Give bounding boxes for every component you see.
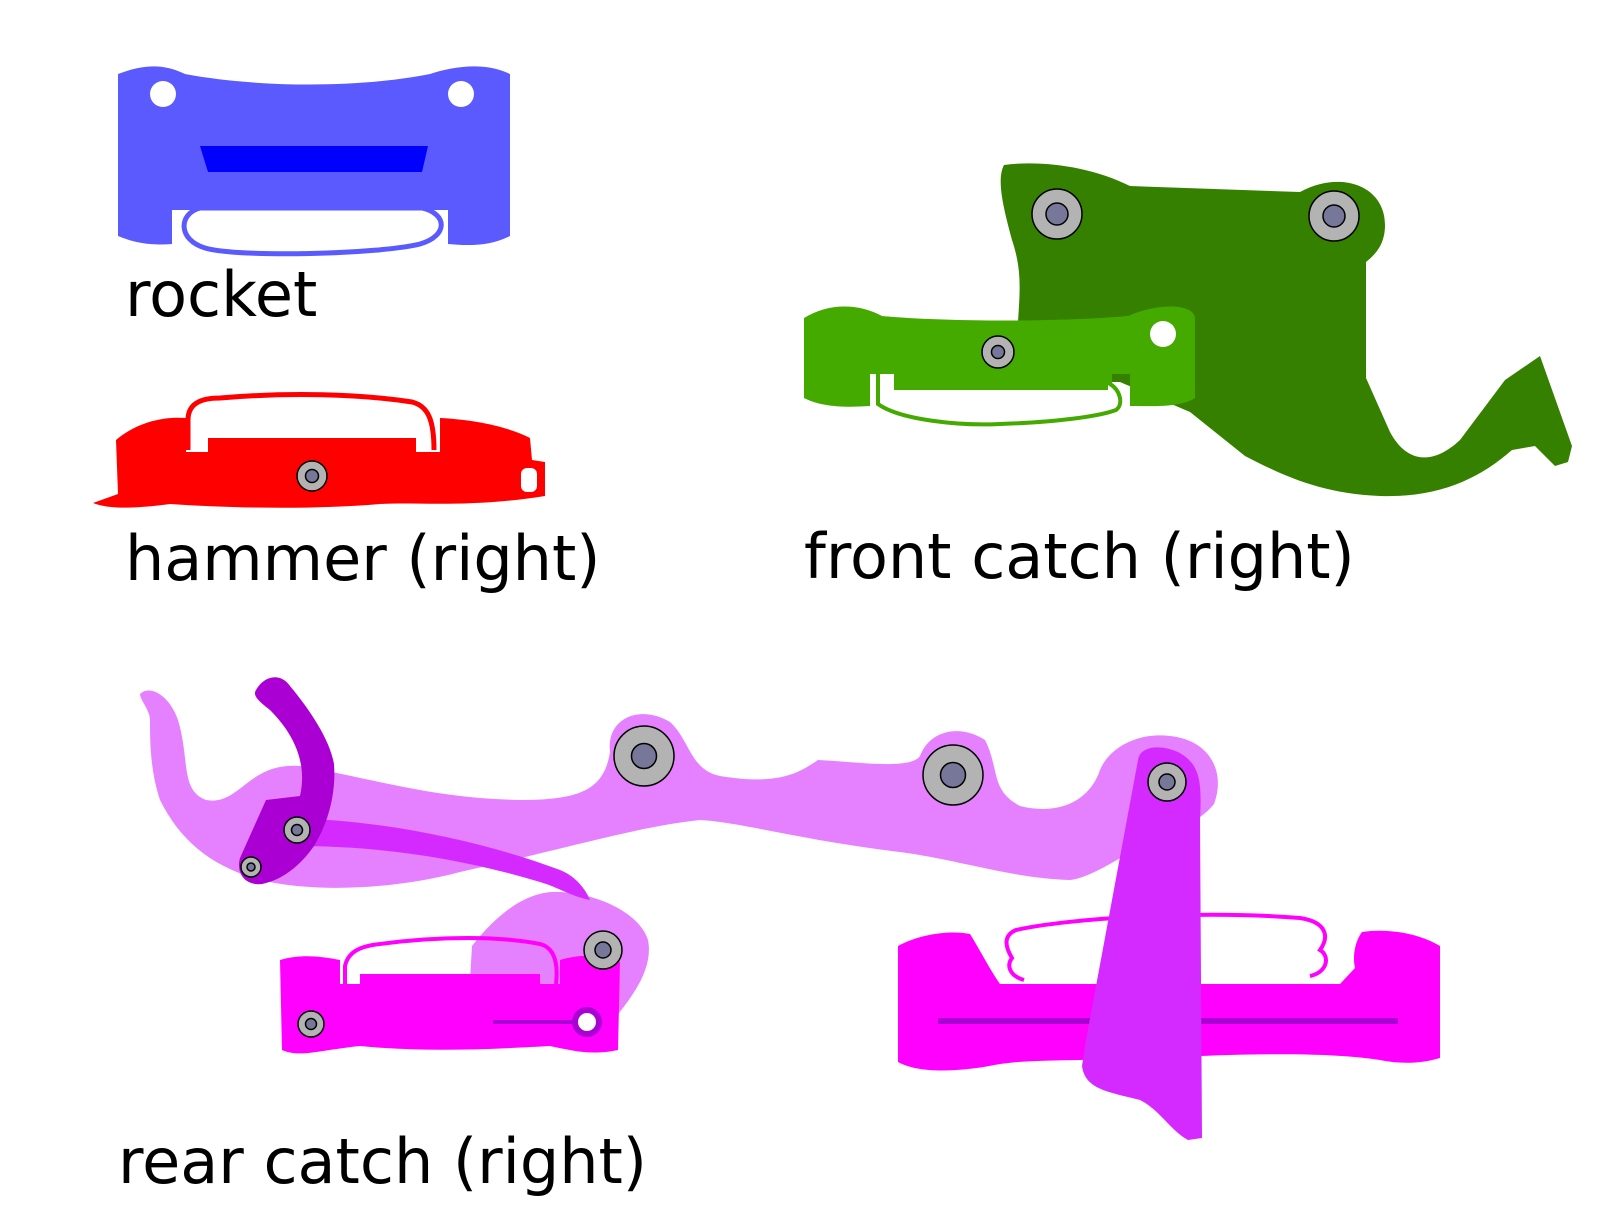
rocket-slot <box>200 146 428 172</box>
rear-catch-label: rear catch (right) <box>118 1125 647 1198</box>
rear-catch-pin-lobe <box>583 930 623 970</box>
rear-catch-pin-hook-upper <box>283 816 311 844</box>
rear-catch-pin-hook-lower <box>240 856 262 878</box>
rocket-label: rocket <box>125 258 317 331</box>
rear-catch-pin-vertical-arm <box>1147 762 1187 802</box>
hammer-part: hammer (right) <box>93 392 600 595</box>
rear-catch-vertical-arm <box>1082 747 1202 1140</box>
front-catch-spring-loop <box>876 370 1123 427</box>
rear-catch-pin-lever-1 <box>613 725 675 787</box>
rocket-hole-left <box>150 81 176 107</box>
rear-catch-part: rear catch (right) <box>118 677 1440 1198</box>
front-catch-pivot-pin <box>981 335 1015 369</box>
front-catch-pin-right <box>1308 190 1360 242</box>
rocket-hole-right <box>448 81 474 107</box>
rocket-spring-loop <box>181 205 444 257</box>
rear-catch-ring-hole <box>578 1013 596 1031</box>
front-catch-pin-left <box>1031 188 1083 240</box>
hammer-pivot-pin <box>296 460 328 492</box>
rear-catch-arm <box>290 818 590 900</box>
rear-catch-pin-lever-2 <box>922 744 984 806</box>
hammer-tab <box>521 468 537 492</box>
rear-catch-spring-loop-left <box>343 936 559 985</box>
rear-catch-body-left <box>280 955 620 1054</box>
front-catch-label: front catch (right) <box>804 520 1355 593</box>
hammer-spring-loop <box>185 392 437 451</box>
front-catch-hole <box>1150 321 1176 347</box>
rocket-part: rocket <box>118 66 510 331</box>
hammer-label: hammer (right) <box>125 522 600 595</box>
rear-catch-pin-body-left <box>297 1010 325 1038</box>
front-catch-plate <box>1000 163 1572 497</box>
front-catch-part: front catch (right) <box>804 163 1572 593</box>
